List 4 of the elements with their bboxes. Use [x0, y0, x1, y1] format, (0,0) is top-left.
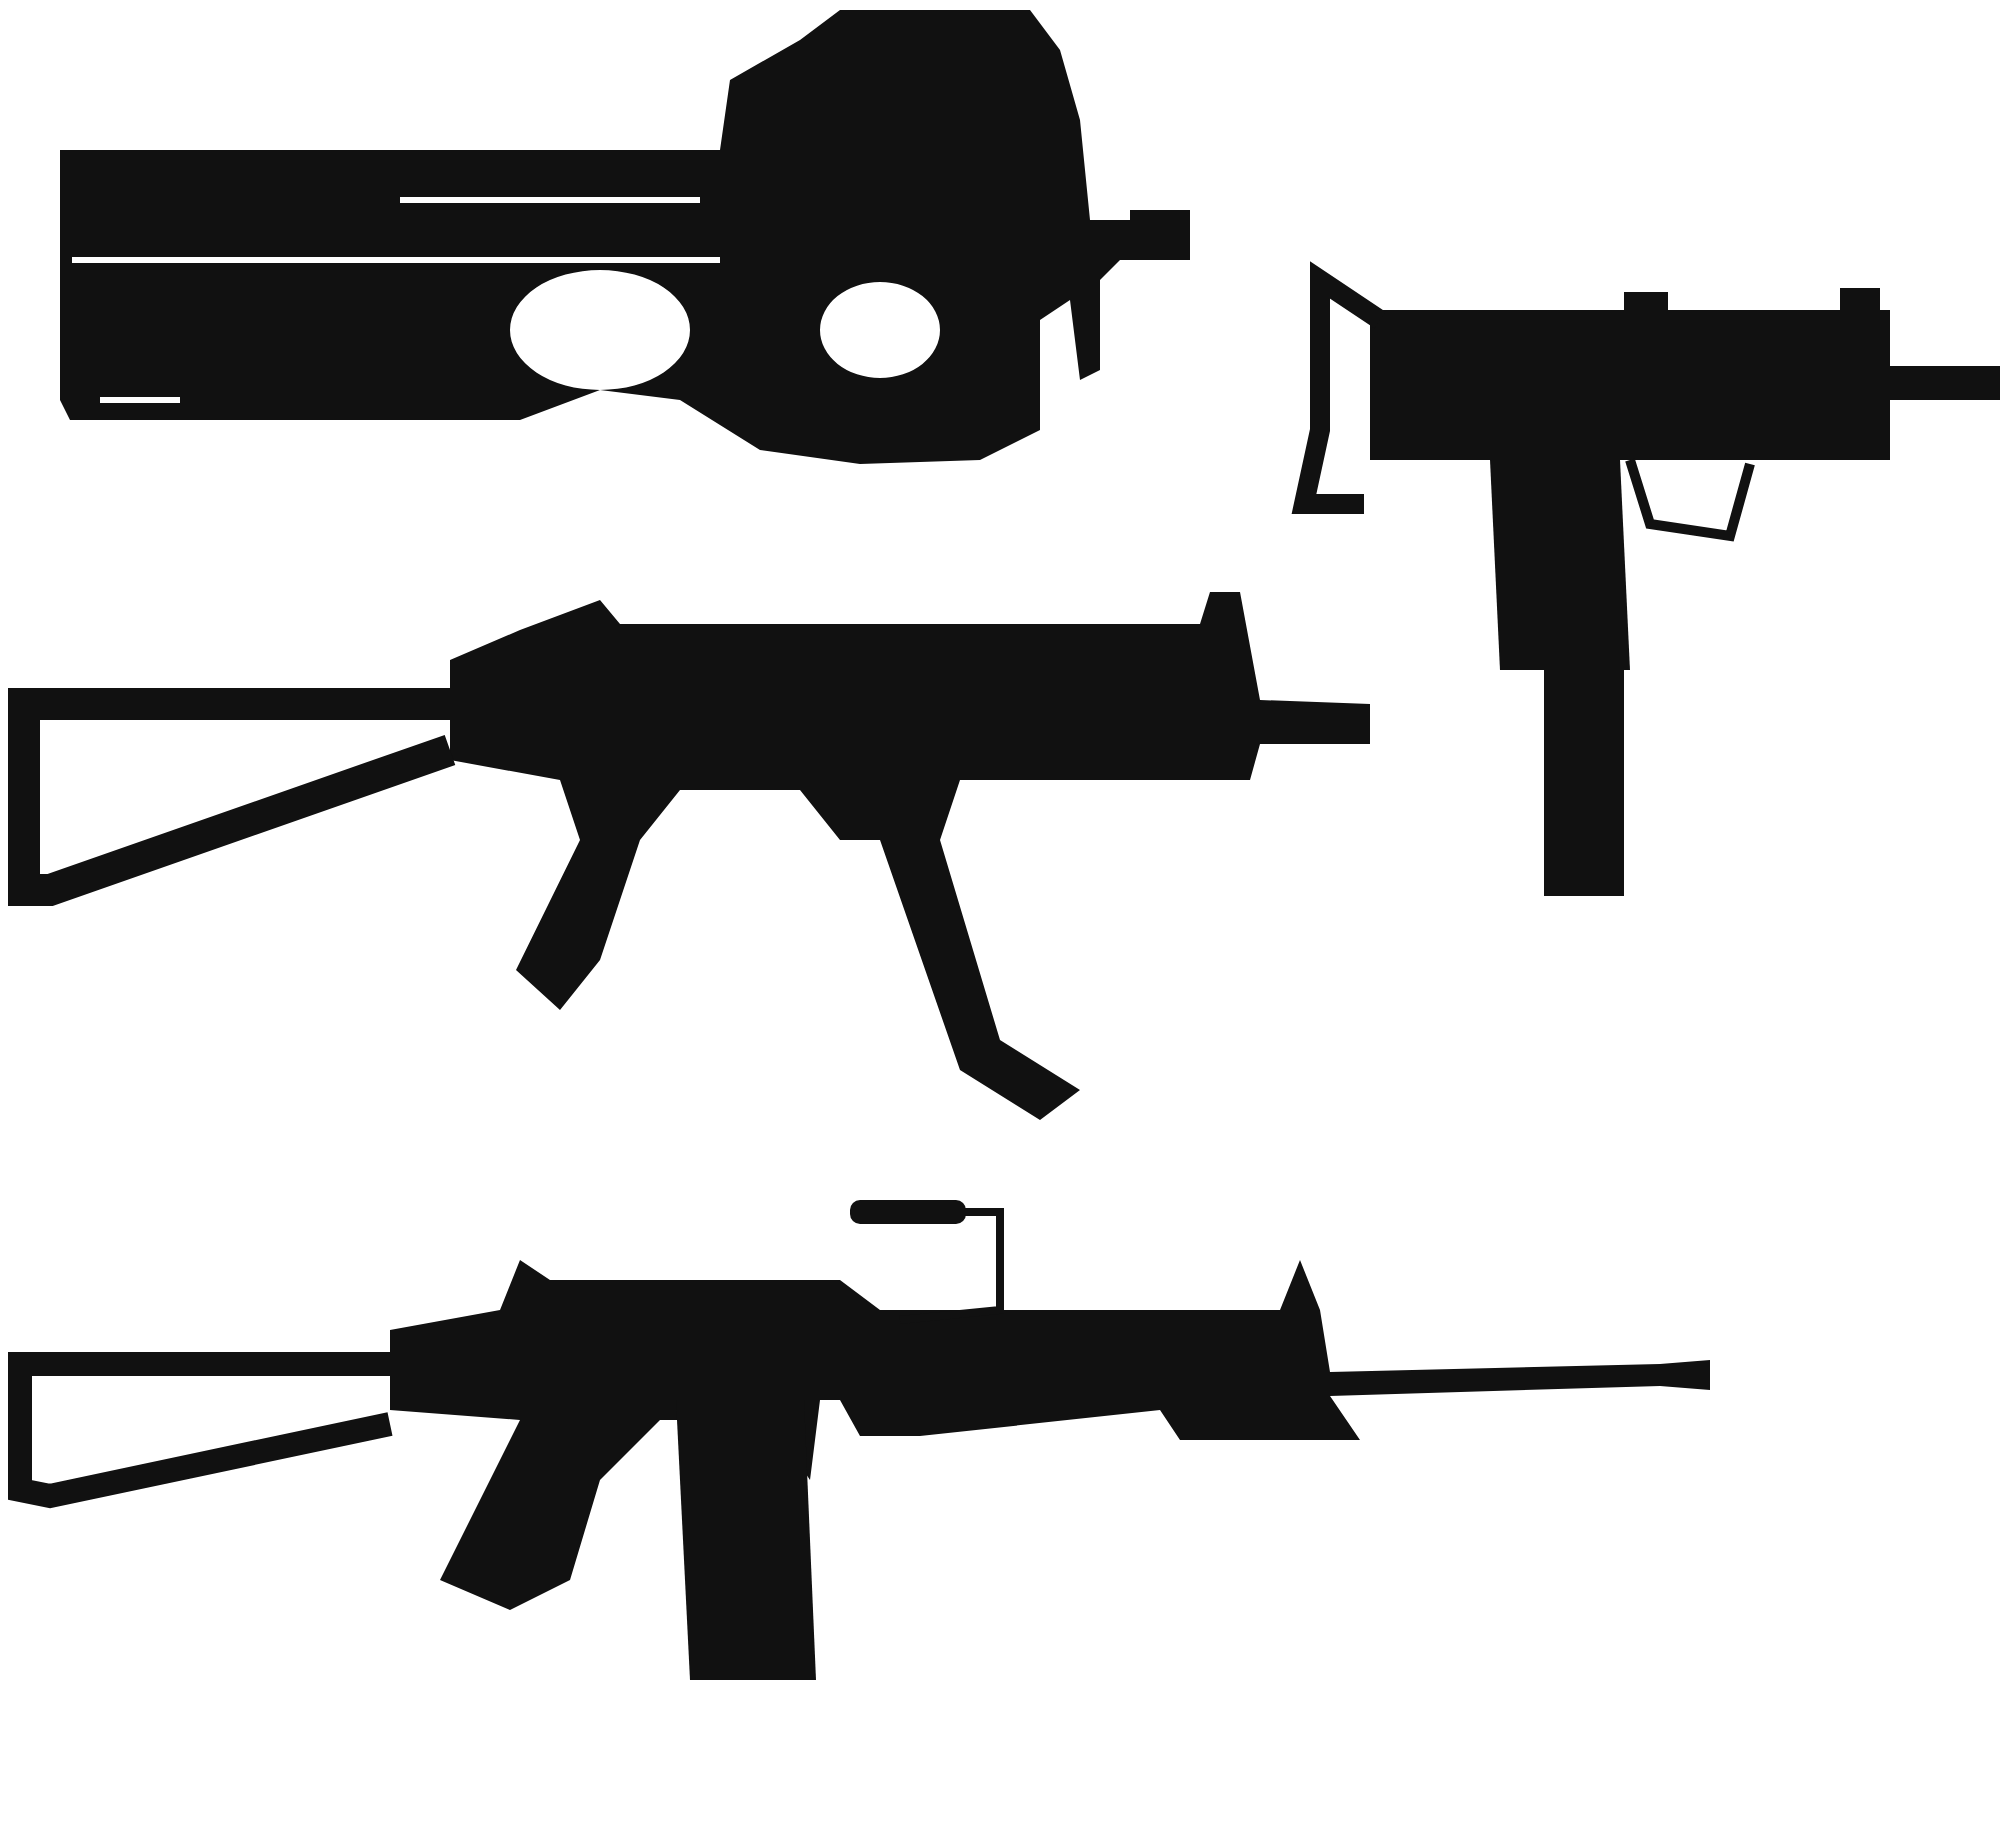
submachine-gun-drawing — [8, 592, 1370, 1120]
machine-pistol-drawing — [1291, 261, 2000, 896]
bullpup-gun-drawing — [60, 10, 1190, 464]
assault-rifle-drawing — [8, 1200, 1710, 1680]
